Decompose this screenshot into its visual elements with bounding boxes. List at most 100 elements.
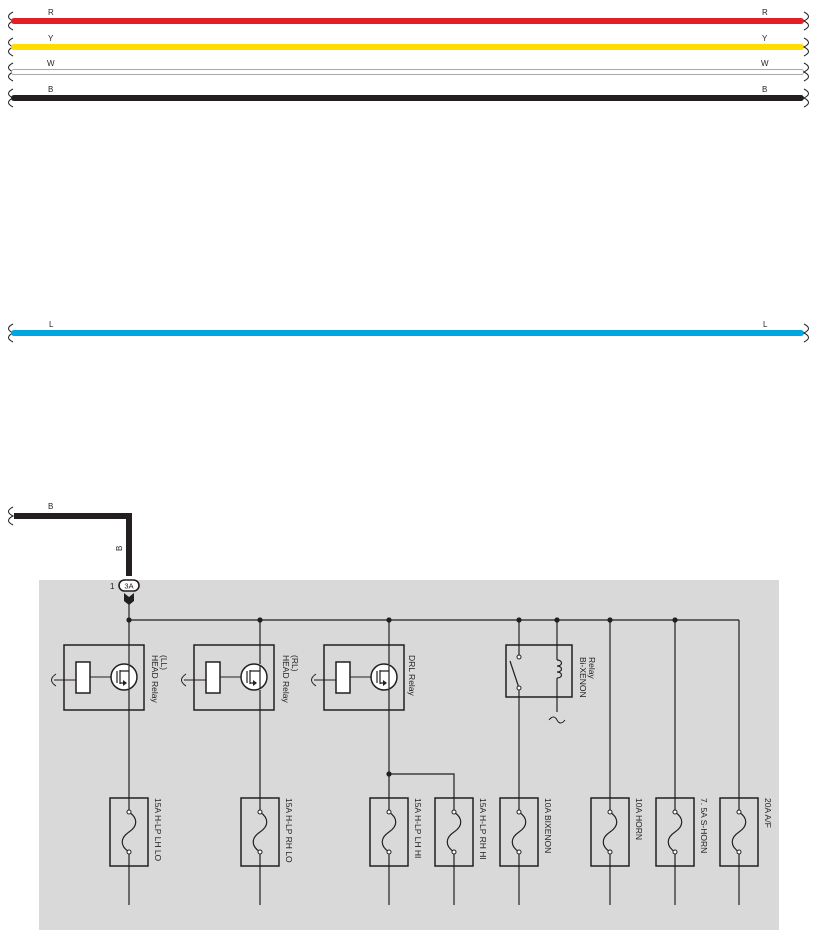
fuse-group: 15A H-LP LH LO 15A H-LP RH LO 15A H-LP LH … bbox=[109, 797, 773, 905]
fuse-terminal bbox=[126, 809, 132, 815]
relay-body bbox=[505, 644, 573, 698]
fuse-element bbox=[252, 798, 268, 866]
wire-w-right-label: W bbox=[761, 59, 769, 68]
fuse-element bbox=[121, 798, 137, 866]
fuse-terminal bbox=[516, 849, 522, 855]
fuse-terminal bbox=[386, 809, 392, 815]
wire-w-left-label: W bbox=[47, 59, 55, 68]
fuse: 15A H-LP RH HI bbox=[434, 797, 488, 905]
relay-input-break bbox=[311, 673, 317, 687]
junction-dot bbox=[672, 617, 678, 623]
transistor-arrow bbox=[253, 680, 257, 686]
connector-3a-pin: 1 bbox=[110, 582, 115, 591]
junction-dot bbox=[607, 617, 613, 623]
junction-dot bbox=[257, 617, 263, 623]
fuse-terminal bbox=[451, 809, 457, 815]
fuse-terminal bbox=[607, 849, 613, 855]
transistor-arrow bbox=[383, 680, 387, 686]
relay-body bbox=[193, 644, 275, 711]
connector-3a-id: 3A bbox=[124, 582, 133, 591]
fuse-element bbox=[731, 798, 747, 866]
fuse-terminal bbox=[607, 809, 613, 815]
fuse-terminal bbox=[257, 849, 263, 855]
fuse-terminal bbox=[736, 809, 742, 815]
junction-dot bbox=[516, 617, 522, 623]
connector-3a: 3A 1 bbox=[110, 579, 140, 620]
fuse: 15A H-LP RH LO bbox=[240, 797, 294, 905]
wire-b2-label: B bbox=[48, 502, 53, 511]
fuse-terminal bbox=[126, 849, 132, 855]
relay-input-break bbox=[181, 673, 187, 687]
relay-bixenon-label: Bi-XENON Relay bbox=[578, 657, 597, 700]
fuse-terminal bbox=[516, 809, 522, 815]
fuse-terminal bbox=[451, 849, 457, 855]
fuse-terminal bbox=[736, 849, 742, 855]
fuse-label: 20A A/F bbox=[763, 798, 773, 828]
relay-rl-label: HEAD Relay (RL) bbox=[281, 655, 300, 705]
top-wire-harness: R R Y Y W W B B bbox=[8, 8, 809, 108]
fuse: 7. 5A S-HORN bbox=[655, 797, 709, 905]
relay-bixenon-label-line1: Bi-XENON bbox=[578, 657, 588, 698]
connector-3a-terminal bbox=[124, 593, 134, 605]
relay-rl-label-line1: HEAD Relay bbox=[281, 655, 291, 703]
fuse-label: 10A HORN bbox=[634, 798, 644, 840]
relay-bixenon-label-line2: Relay bbox=[587, 657, 597, 679]
switch-blade bbox=[509, 660, 520, 689]
bixenon-coil-break bbox=[548, 716, 566, 724]
junction-dot bbox=[386, 771, 392, 777]
wire-r-left-label: R bbox=[48, 8, 54, 17]
wire-l-right-break bbox=[802, 323, 809, 343]
fuse-terminal bbox=[672, 809, 678, 815]
wire-r-right-break bbox=[802, 11, 809, 31]
relay-ll-label-line1: HEAD Relay bbox=[150, 655, 160, 703]
wire-b-left-label: B bbox=[48, 85, 53, 94]
bus-junctions bbox=[126, 617, 678, 623]
fuse-element bbox=[667, 798, 683, 866]
wire-b2-left-break bbox=[8, 506, 15, 526]
relay-coil bbox=[335, 661, 351, 694]
wire-w-right-break bbox=[802, 62, 809, 82]
wire-r-right-label: R bbox=[762, 8, 768, 17]
relay-to-fuse-wiring bbox=[128, 697, 520, 798]
wire-l-right-label: L bbox=[763, 320, 768, 329]
relay-drl-label: DRL Relay bbox=[407, 655, 417, 697]
transistor-circle bbox=[240, 663, 268, 691]
transistor-arrow bbox=[123, 680, 127, 686]
transistor-circle bbox=[110, 663, 138, 691]
relay-ll-label: HEAD Relay (LL) bbox=[150, 655, 169, 705]
relay-coil bbox=[75, 661, 91, 694]
fuse-element bbox=[602, 798, 618, 866]
transistor-symbol bbox=[246, 666, 261, 688]
fuse-terminal bbox=[386, 849, 392, 855]
fuse-label: 10A BIXENON bbox=[543, 798, 553, 853]
junction-dot bbox=[386, 617, 392, 623]
bottom-black-wire: B B bbox=[8, 502, 132, 576]
fuse: 10A BIXENON bbox=[499, 797, 553, 905]
fuse: 15A H-LP LH HI bbox=[369, 797, 423, 905]
fuse-terminal bbox=[257, 809, 263, 815]
fuse-box-panel bbox=[39, 580, 779, 930]
wire-y-right-label: Y bbox=[762, 34, 768, 43]
junction-dot bbox=[554, 617, 560, 623]
bixenon-relay bbox=[505, 644, 573, 698]
wire-b-right-break bbox=[802, 88, 809, 108]
head-relay-ll bbox=[51, 644, 145, 711]
fuse-terminal bbox=[672, 849, 678, 855]
wire-y-right-break bbox=[802, 37, 809, 57]
lead-drl-branch bbox=[389, 773, 455, 798]
fuse-label: 15A H-LP LH LO bbox=[153, 798, 163, 862]
fuse-element bbox=[511, 798, 527, 866]
fuse: 20A A/F bbox=[719, 797, 773, 905]
relay-ll-label-line2: (LL) bbox=[159, 655, 169, 670]
relay-rl-label-line2: (RL) bbox=[290, 655, 300, 672]
junction-dot bbox=[126, 617, 132, 623]
relay-input-break bbox=[51, 673, 57, 687]
coil-windings bbox=[556, 659, 563, 679]
fuse-label: 7. 5A S-HORN bbox=[699, 798, 709, 853]
transistor-circle bbox=[370, 663, 398, 691]
switch-contact bbox=[516, 685, 522, 691]
head-relay-rl bbox=[181, 644, 275, 711]
fuse-label: 15A H-LP RH HI bbox=[478, 798, 488, 860]
wire-l-left-label: L bbox=[49, 320, 54, 329]
